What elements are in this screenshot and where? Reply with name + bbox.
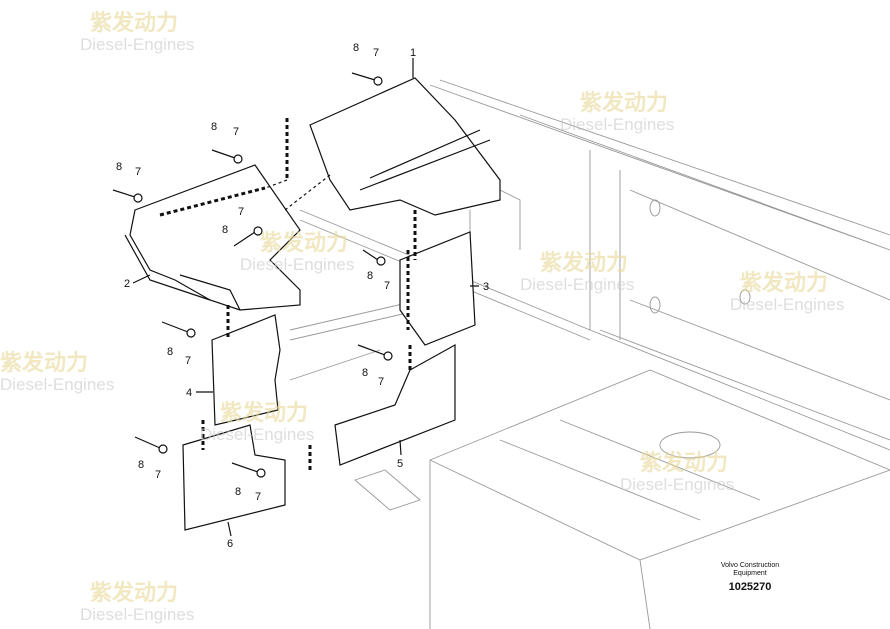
callout-washer: 7 [378,376,384,388]
callout-bolt: 8 [138,459,144,471]
callout-washer: 7 [185,355,191,367]
part-5-panel [334,343,456,466]
callout-bolt: 8 [367,270,373,282]
watermark-sub: Diesel-Engines [0,375,114,394]
callout-part-2: 2 [124,278,130,290]
callouts: 8 7 1 8 7 8 7 8 7 2 8 7 3 8 7 8 7 4 8 7 … [116,42,489,550]
watermark-sub: Diesel-Engines [200,425,314,444]
alignment-lines [159,118,417,470]
reference-block: Volvo Construction Equipment 1025270 [700,562,800,593]
part-6-panel [182,424,286,531]
watermark-brand: 紫发动力 [540,250,628,276]
callout-bolt: 8 [211,121,217,133]
callout-part-6: 6 [227,538,233,550]
manufacturer-label: Volvo Construction [720,562,780,569]
watermark-sub: Diesel-Engines [240,255,354,274]
callout-bolt: 8 [167,346,173,358]
part-2-cover [124,164,301,311]
watermark-sub: Diesel-Engines [620,475,734,494]
part-1-bracket [309,77,501,216]
manufacturer-label-sub: Equipment [733,570,767,577]
watermark-sub: Diesel-Engines [80,35,194,54]
callout-washer: 7 [135,166,141,178]
callout-washer: 7 [233,126,239,138]
watermark-brand: 紫发动力 [640,450,728,476]
part-3-panel [399,231,476,346]
watermark-brand: 紫发动力 [260,230,348,256]
callout-washer: 7 [384,280,390,292]
watermark-sub: Diesel-Engines [730,295,844,314]
callout-washer: 7 [255,491,261,503]
watermark-sub: Diesel-Engines [520,275,634,294]
watermark-brand: 紫发动力 [220,400,308,426]
watermark-brand: 紫发动力 [90,10,178,36]
watermark-brand: 紫发动力 [740,270,828,296]
bolts [112,72,393,478]
part-4-panel [211,314,281,426]
callout-part-1: 1 [410,47,416,59]
callout-part-4: 4 [186,387,192,399]
callout-part-5: 5 [397,458,403,470]
drawing-number: 1025270 [728,581,772,593]
callout-bolt: 8 [362,367,368,379]
callout-bolt: 8 [235,486,241,498]
callout-bolt: 8 [222,224,228,236]
watermark-brand: 紫发动力 [90,580,178,606]
watermark-sub: Diesel-Engines [560,115,674,134]
callout-washer: 7 [155,469,161,481]
callout-bolt: 8 [116,161,122,173]
callout-washer: 7 [373,47,379,59]
watermark-brand: 紫发动力 [0,350,88,376]
callout-part-3: 3 [483,281,489,293]
callout-washer: 7 [238,206,244,218]
watermark-sub: Diesel-Engines [80,605,194,624]
watermark-brand: 紫发动力 [580,90,668,116]
callout-bolt: 8 [353,42,359,54]
